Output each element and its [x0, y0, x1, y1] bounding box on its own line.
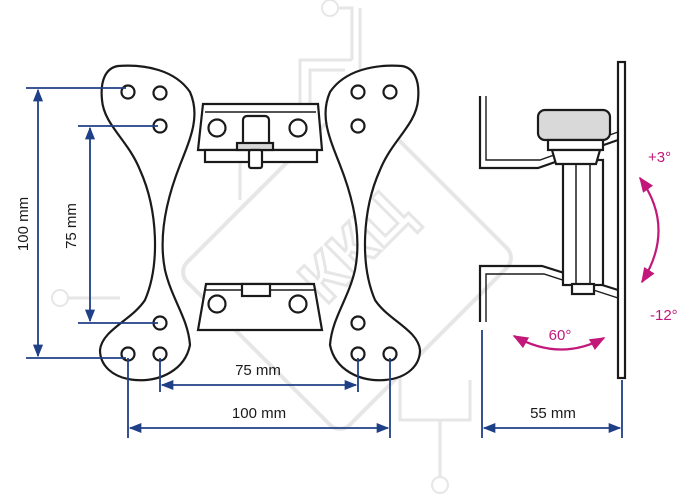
dim-55-depth-label: 55 mm [530, 405, 576, 422]
dim-100-horizontal-label: 100 mm [232, 405, 286, 422]
top-bracket [196, 102, 324, 170]
front-dimensions [26, 87, 391, 438]
wall-plate [616, 60, 627, 380]
angle-indicators [512, 176, 660, 351]
tilt-down-label: -12° [650, 307, 678, 324]
front-view [98, 64, 422, 382]
dim-75-horizontal-label: 75 mm [235, 362, 281, 379]
tilt-knob [536, 108, 612, 142]
dim-100-vertical-label: 100 mm [15, 197, 32, 251]
swivel-label: 60° [549, 327, 572, 344]
side-dimensions [481, 330, 623, 438]
tilt-arc [639, 176, 660, 284]
left-plate [98, 64, 196, 382]
dim-75-vertical-label: 75 mm [63, 203, 80, 249]
swivel-arc [512, 335, 606, 351]
bottom-bracket [196, 282, 324, 332]
tilt-up-label: +3° [648, 149, 671, 166]
side-view [478, 60, 627, 380]
right-plate [324, 64, 422, 382]
